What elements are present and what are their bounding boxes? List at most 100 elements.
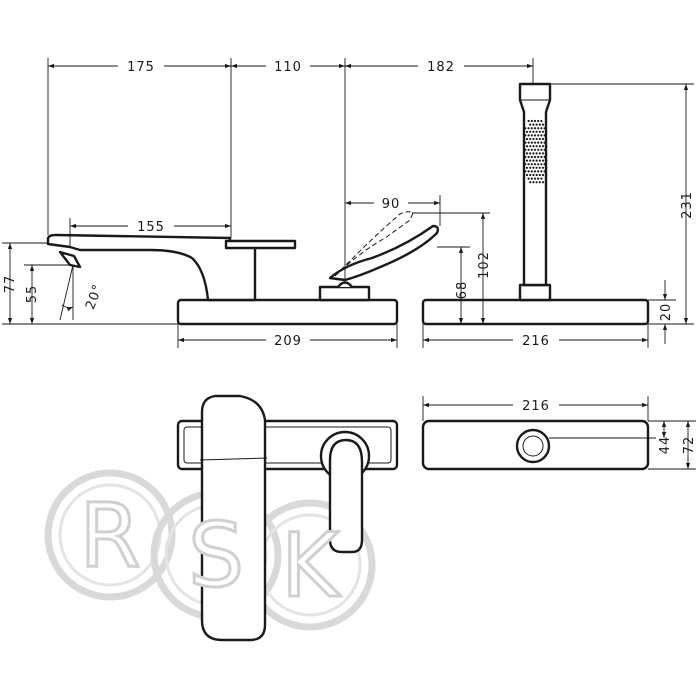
shower-nozzle-dot [530,148,533,151]
top-shower-hole-outer [515,428,551,464]
shower-nozzle-dot [538,173,541,177]
shower-nozzle-dot [533,148,537,151]
shower-nozzle-dot [537,134,540,137]
shower-nozzle-dot [525,166,529,169]
shower-nozzle-dot [532,166,535,169]
mixer-knob [318,285,371,302]
shower-nozzle-dot [525,145,529,148]
mixer-lever-open-position [334,211,414,277]
shower-nozzle-dot [545,159,548,162]
shower-nozzle-dot [540,155,543,159]
shower-nozzle-dot [541,123,545,126]
shower-nozzle-dot [524,148,527,151]
shower-nozzle-dot [529,152,532,155]
hand-shower [518,82,552,287]
shower-nozzle-dot [540,127,543,130]
shower-nozzle-dot [541,181,545,184]
shower-nozzle-dot [532,145,535,148]
shower-nozzle-dot [538,152,541,155]
shower-nozzle-dot [541,166,545,169]
shower-nozzle-dot [543,127,546,130]
shower-nozzle-dot [527,127,530,130]
shower-nozzle-dot [535,152,538,155]
shower-nozzle-dot [543,148,546,151]
shower-nozzle-dot [537,127,540,130]
shower-nozzle-dot [535,166,538,169]
shower-nozzle-dot [538,181,541,184]
dim-68: 68 [455,281,470,300]
watermark-ring-r [44,469,176,601]
shower-nozzle-dot [545,166,548,169]
shower-base-plate [421,298,650,326]
shower-nozzle-dot [545,152,548,155]
shower-nozzle-dot [525,152,529,155]
shower-nozzle-dot [527,134,530,137]
shower-nozzle-dot [530,141,533,144]
shower-nozzle-dot [533,155,537,159]
shower-nozzle-dot [538,159,541,162]
dim-110: 110 [274,60,302,75]
shower-nozzle-dot [540,177,543,180]
shower-nozzle-dot [525,173,529,177]
shower-nozzle-dot [530,177,533,180]
shower-nozzle-dot [541,145,545,148]
shower-nozzle-dot [540,170,543,173]
shower-nozzle-dot [538,123,541,126]
side-view-hand-shower [421,82,650,326]
shower-nozzle-dot [524,155,527,159]
shower-nozzle-dot [533,127,537,130]
dim-55: 55 [25,285,40,304]
shower-nozzle-dot [543,141,546,144]
shower-nozzle-dot [527,148,530,151]
dim-155: 155 [137,220,165,235]
dim-77: 77 [3,275,18,294]
shower-nozzle-dot [541,130,545,133]
shower-nozzle-dot [532,130,535,133]
shower-nozzle-dot [540,163,543,166]
shower-nozzle-dot [529,130,532,133]
shower-nozzle-dot [540,119,543,123]
dimension-labels: 175 110 182 155 90 68 102 231 20 77 55 2… [3,58,697,454]
shower-nozzle-dot [538,130,541,133]
shower-nozzle-dot [535,123,538,126]
shower-nozzle-dot [530,163,533,166]
shower-nozzle-dot [537,141,540,144]
shower-nozzle-dot [545,130,548,133]
top-spout [200,394,267,642]
shower-nozzle-dot [532,181,535,184]
shower-nozzle-dot [535,159,538,162]
shower-nozzle-dot [532,159,535,162]
dim-20-degree: 20° [83,282,106,312]
dim-44: 44 [658,436,673,455]
top-spout-step [199,457,268,461]
watermark-letter-s: S [188,504,244,607]
top-view-shower-plate [421,419,656,471]
shower-nozzle-dot [535,137,538,141]
mixer-lever [328,224,440,282]
shower-nozzle-dot [533,134,537,137]
dim-209: 209 [274,334,302,349]
shower-nozzle-dot [524,163,527,166]
shower-nozzle-dot [545,145,548,148]
shower-nozzle-dot [524,141,527,144]
shower-nozzle-dot [529,159,532,162]
shower-nozzle-dot [543,155,546,159]
side-view-spout-assembly [46,211,440,326]
shower-nozzle-dot [525,130,529,133]
shower-nozzle-dot [538,166,541,169]
shower-nozzle-dot [537,177,540,180]
shower-nozzle-dot [537,163,540,166]
shower-nozzle-dot [537,155,540,159]
shower-nozzle-dot [541,159,545,162]
shower-nozzle-dot [530,119,533,123]
shower-nozzle-dot [527,119,530,123]
shower-nozzle-dot [537,148,540,151]
shower-nozzle-dot [537,170,540,173]
shower-nozzle-dot [533,119,537,123]
dim-175: 175 [127,60,155,75]
dim-231: 231 [680,191,695,219]
dim-72: 72 [682,436,697,455]
shower-nozzle-dot [541,152,545,155]
watermark-letters: R S K [78,483,343,619]
